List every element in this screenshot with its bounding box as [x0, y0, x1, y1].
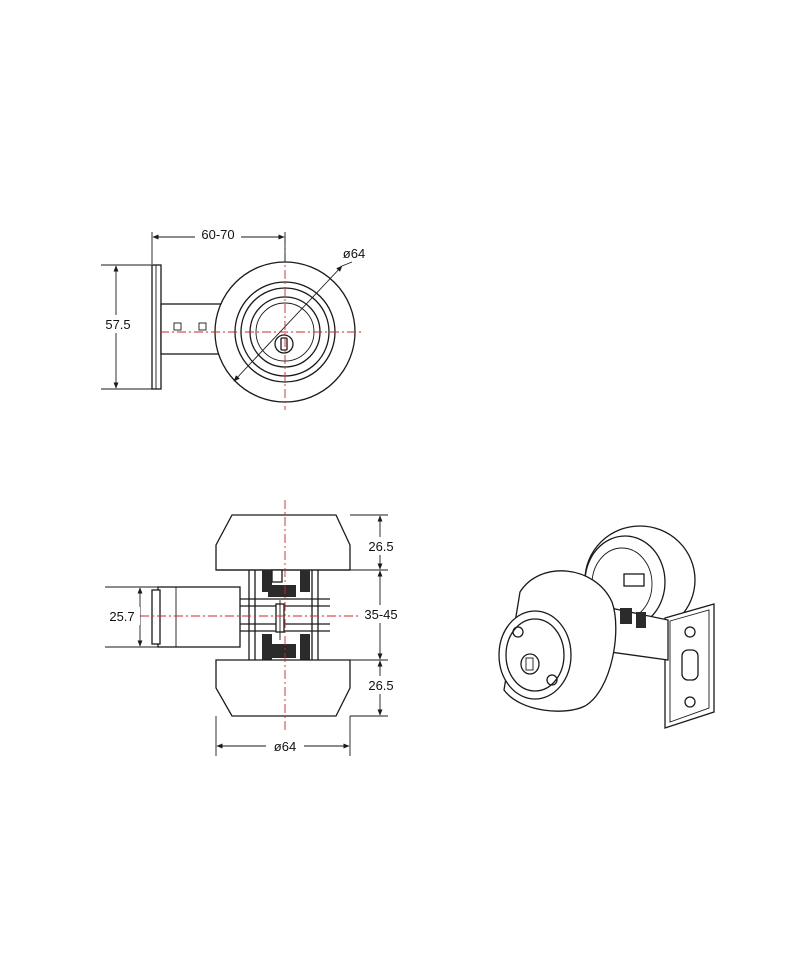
housing-slot: [198, 322, 207, 331]
dim-backset: 60-70: [201, 227, 234, 242]
dim-bottom-height: 26.5: [368, 678, 393, 693]
section-view: [104, 500, 404, 756]
side-view: [100, 225, 362, 410]
dim-side-diameter: ø64: [343, 246, 365, 261]
dim-door-thickness: 35-45: [364, 607, 397, 622]
faceplate-edge: [151, 264, 162, 390]
inner-rosette: [215, 659, 351, 717]
screw-head: [512, 626, 524, 638]
dim-side-height: 57.5: [105, 317, 130, 332]
dim-top-height: 26.5: [368, 539, 393, 554]
screw-hole: [684, 626, 696, 638]
keyway-icon: [520, 653, 540, 675]
bolt-body: [157, 586, 241, 648]
screw-head: [546, 674, 558, 686]
isometric-view: [498, 525, 715, 729]
outer-rosette: [215, 514, 351, 571]
face-plate: [664, 603, 715, 729]
dim-section-diameter: ø64: [274, 739, 296, 754]
housing-slot: [173, 322, 182, 331]
screw-hole: [684, 696, 696, 708]
bolt-housing: [160, 303, 224, 355]
bolt-opening: [681, 649, 699, 681]
dim-bolt-height: 25.7: [109, 609, 134, 624]
